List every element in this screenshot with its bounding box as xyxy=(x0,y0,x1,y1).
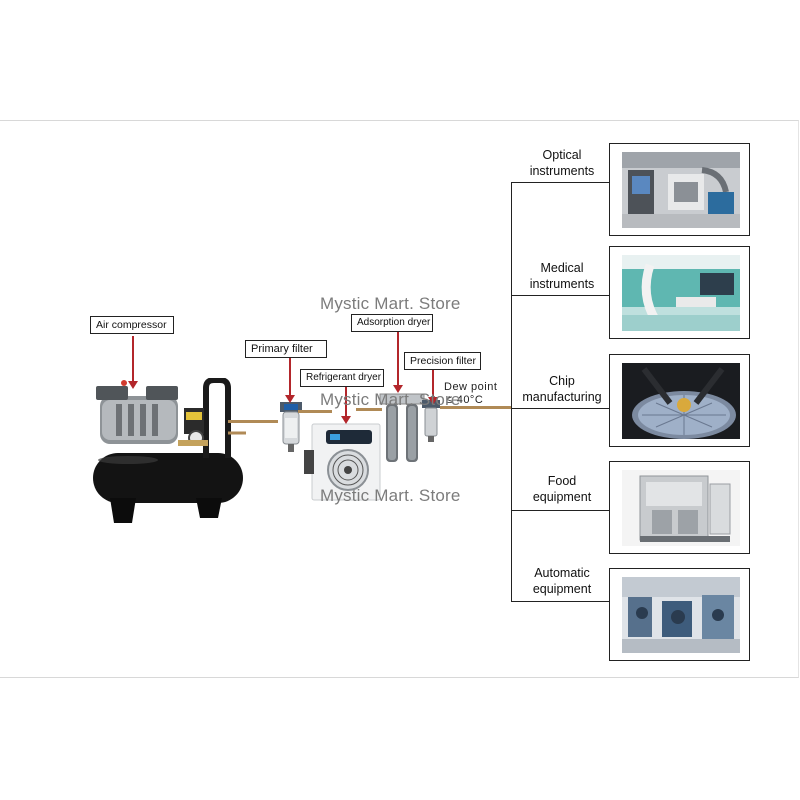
label-primary-filter: Primary filter xyxy=(245,340,327,358)
tree-branch-automatic xyxy=(511,601,609,602)
label-refrigerant-dryer: Refrigerant dryer xyxy=(300,369,384,387)
tree-trunk xyxy=(511,182,512,601)
watermark-top: Mystic Mart. Store xyxy=(320,294,461,313)
diagram-frame xyxy=(0,120,799,678)
app-label-food-line1: Food xyxy=(547,474,577,488)
tree-branch-food xyxy=(511,510,609,511)
pipe-compressor-to-filter xyxy=(228,420,278,423)
food-machine-photo xyxy=(622,470,740,546)
dew-point-line1: Dew point xyxy=(444,381,498,393)
tree-branch-medical xyxy=(511,295,609,296)
app-photo-box-medical xyxy=(609,246,750,339)
app-photo-box-automatic xyxy=(609,568,750,661)
app-label-medical: Medical instruments xyxy=(512,260,612,292)
app-photo-box-chip xyxy=(609,354,750,447)
refrigerant-dryer-image xyxy=(304,423,381,501)
primary-filter-image xyxy=(280,402,302,452)
app-label-optical-line1: Optical xyxy=(542,148,582,162)
dew-point-line2: ≤-40°C xyxy=(446,394,484,406)
app-label-automatic: Automatic equipment xyxy=(512,565,612,597)
air-compressor-image xyxy=(93,378,246,523)
watermark-middle: Mystic Mart. Store xyxy=(320,390,461,409)
app-label-food-line2: equipment xyxy=(532,490,592,504)
app-label-chip-line1: Chip xyxy=(549,374,575,388)
tree-branch-optical xyxy=(511,182,609,183)
arrow-adsorption-dryer xyxy=(393,332,403,393)
dew-point-text: Dew point ≤-40°C xyxy=(444,381,497,407)
automatic-line-photo xyxy=(622,577,740,653)
label-air-compressor: Air compressor xyxy=(90,316,174,334)
app-label-automatic-line2: equipment xyxy=(532,582,592,596)
app-label-optical-line2: instruments xyxy=(529,164,595,178)
medical-room-photo xyxy=(622,255,740,331)
app-photo-box-food xyxy=(609,461,750,554)
label-precision-filter: Precision filter xyxy=(404,352,481,370)
app-photo-box-optical xyxy=(609,143,750,236)
app-label-automatic-line1: Automatic xyxy=(534,566,590,580)
watermark-bottom: Mystic Mart. Store xyxy=(320,486,461,505)
app-label-chip: Chip manufacturing xyxy=(512,373,612,405)
arrow-precision-filter xyxy=(428,370,438,405)
app-label-chip-line2: manufacturing xyxy=(522,390,602,404)
optical-lab-photo xyxy=(622,152,740,228)
arrow-refrigerant-dryer xyxy=(341,387,351,424)
pipe-filter-to-dryer xyxy=(298,410,332,413)
arrow-air-compressor xyxy=(128,336,138,389)
tree-branch-chip xyxy=(511,408,609,409)
pipe-dryer-to-adsorber xyxy=(356,408,382,411)
label-adsorption-dryer: Adsorption dryer xyxy=(351,314,433,332)
app-label-medical-line2: instruments xyxy=(529,277,595,291)
adsorption-dryer-image xyxy=(379,393,425,462)
chip-wafer-photo xyxy=(622,363,740,439)
arrow-primary-filter xyxy=(285,358,295,403)
app-label-optical: Optical instruments xyxy=(512,147,612,179)
app-label-medical-line1: Medical xyxy=(540,261,584,275)
pipe-main-line xyxy=(440,406,512,409)
app-label-food: Food equipment xyxy=(512,473,612,505)
